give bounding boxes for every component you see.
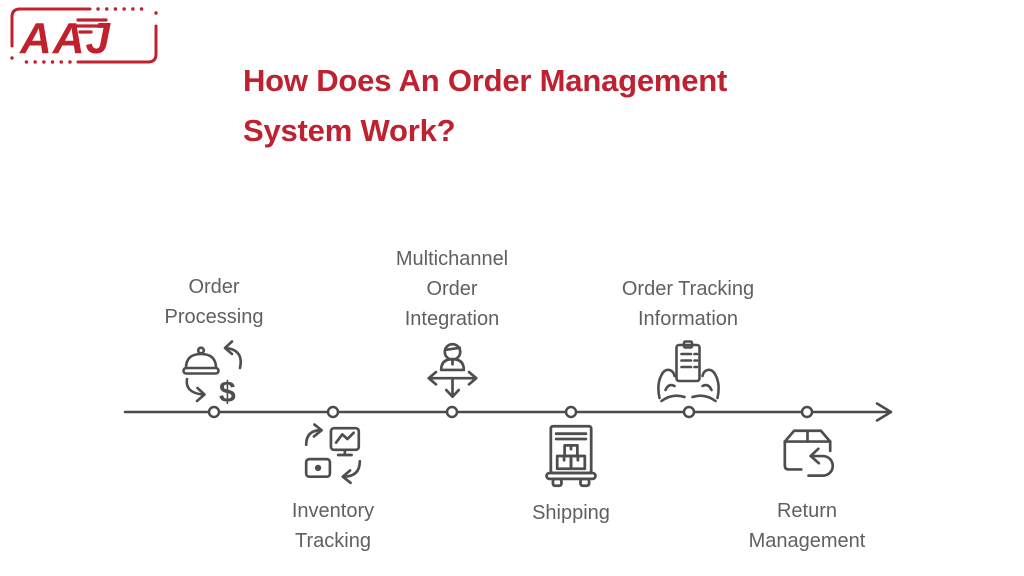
- inventory-tracking-icon: [304, 423, 362, 485]
- step-return-management: Return Management: [730, 422, 885, 556]
- aaj-logo: AAJ: [8, 5, 160, 67]
- timeline-node: [564, 405, 578, 419]
- step-multichannel-order-integration: Multichannel Order Integration: [380, 244, 525, 404]
- step-label: Return Management: [748, 500, 866, 552]
- step-label: Order Processing: [164, 276, 264, 328]
- shipping-icon: [545, 424, 597, 488]
- order-processing-icon: $: [182, 340, 242, 404]
- step-order-processing: Order Processing $: [149, 272, 279, 404]
- return-management-icon: [782, 429, 834, 477]
- page-title: How Does An Order Management System Work…: [243, 56, 727, 156]
- multichannel-order-integration-icon: [426, 342, 478, 399]
- step-shipping: Shipping: [511, 422, 631, 528]
- timeline-node: [682, 405, 696, 419]
- order-tracking-information-icon: [656, 340, 720, 403]
- step-label: Shipping: [532, 502, 610, 524]
- step-order-tracking-information: Order Tracking Information: [606, 274, 771, 404]
- step-label: Order Tracking Information: [621, 278, 755, 330]
- step-label: Multichannel Order Integration: [395, 248, 509, 330]
- title-line-2: System Work?: [243, 113, 456, 148]
- dollar-sign-glyph: $: [219, 376, 236, 404]
- timeline-axis: [123, 402, 893, 422]
- timeline-node: [207, 405, 221, 419]
- timeline-node: [445, 405, 459, 419]
- timeline-arrowhead: [875, 402, 893, 422]
- aaj-logo-text: AAJ: [19, 14, 112, 63]
- title-line-1: How Does An Order Management: [243, 63, 728, 98]
- step-label: Inventory Tracking: [291, 500, 375, 552]
- aaj-logo-graphic: AAJ: [10, 7, 158, 64]
- timeline-node: [326, 405, 340, 419]
- timeline-node: [800, 405, 814, 419]
- step-inventory-tracking: Inventory Tracking: [278, 422, 388, 556]
